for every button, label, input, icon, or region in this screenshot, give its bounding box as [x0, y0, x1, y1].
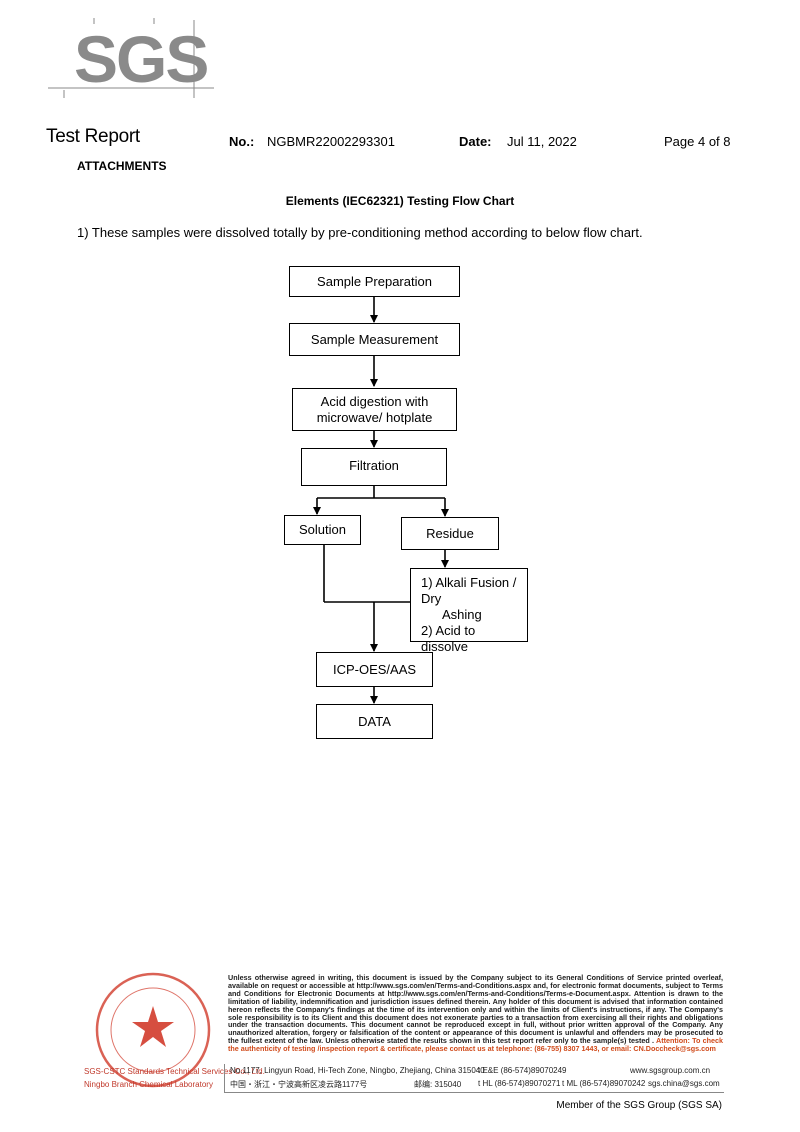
flow-chart-title: Elements (IEC62321) Testing Flow Chart	[285, 194, 515, 208]
box-filtration: Filtration	[301, 448, 447, 486]
box-sample-preparation: Sample Preparation	[289, 266, 460, 297]
stamp-caption-company: SGS-CSTC Standards Technical Services Co…	[84, 1067, 265, 1076]
telephone-hl: t HL (86-574)89070271	[478, 1079, 561, 1088]
telephone-ml: t ML (86-574)89070242	[562, 1079, 646, 1088]
box-filtration-label: Filtration	[349, 458, 399, 473]
address-cn: 中国・浙江・宁波高新区凌云路1177号	[230, 1080, 368, 1089]
box-residue: Residue	[401, 517, 499, 550]
box-acid-digestion-line-2: microwave/ hotplate	[316, 409, 433, 425]
legal-disclaimer: Unless otherwise agreed in writing, this…	[228, 974, 723, 1053]
stamp-caption-lab: Ningbo Branch Chemical Laboratory	[84, 1080, 213, 1089]
box-residue-label: Residue	[426, 525, 474, 541]
box-sample-preparation-label: Sample Preparation	[317, 273, 432, 289]
footer-divider-vertical	[224, 1064, 225, 1092]
report-no-label: No.:	[229, 134, 255, 149]
sgs-logo: SGS	[48, 18, 214, 98]
intro-text: 1) These samples were dissolved totally …	[77, 225, 643, 240]
sgs-member-note: Member of the SGS Group (SGS SA)	[556, 1100, 722, 1111]
section-heading: ATTACHMENTS	[77, 159, 167, 173]
box-sample-measurement: Sample Measurement	[289, 323, 460, 356]
footer-divider	[224, 1092, 724, 1093]
box-acid-digestion: Acid digestion with microwave/ hotplate	[292, 388, 457, 431]
authenticity-notice: Attention: To check the authenticity of …	[228, 1036, 723, 1054]
box-solution: Solution	[284, 515, 361, 545]
address-en: No.1177, Lingyun Road, Hi-Tech Zone, Nin…	[230, 1066, 485, 1075]
postal-code-cn: 邮编: 315040	[414, 1080, 462, 1089]
website: www.sgsgroup.com.cn	[630, 1066, 711, 1075]
box-alkali-fusion: 1) Alkali Fusion / Dry Ashing 2) Acid to…	[410, 568, 528, 654]
legal-disclaimer-text: Unless otherwise agreed in writing, this…	[228, 973, 723, 1046]
box-alkali-line-3: 2) Acid to dissolve	[421, 623, 476, 654]
sgs-logo-text: SGS	[74, 22, 207, 96]
box-alkali-line-1: 1) Alkali Fusion / Dry	[421, 575, 517, 606]
inspection-stamp	[95, 972, 211, 1088]
report-no-value: NGBMR22002293301	[267, 134, 395, 149]
report-date-label: Date:	[459, 134, 492, 149]
box-solution-label: Solution	[299, 522, 346, 537]
box-data-label: DATA	[358, 713, 391, 729]
page-number: Page 4 of 8	[664, 134, 731, 149]
box-icp-oes-aas: ICP-OES/AAS	[316, 652, 433, 687]
box-alkali-line-2: Ashing	[442, 607, 482, 622]
report-date-value: Jul 11, 2022	[507, 134, 577, 149]
telephone-ee: t E&E (86-574)89070249	[478, 1066, 567, 1075]
box-data: DATA	[316, 704, 433, 739]
box-icp-label: ICP-OES/AAS	[332, 661, 417, 677]
flowchart-connectors	[313, 296, 449, 704]
box-sample-measurement-label: Sample Measurement	[310, 331, 439, 347]
email: sgs.china@sgs.com	[648, 1079, 720, 1088]
star-icon	[132, 1006, 174, 1047]
report-title: Test Report	[46, 126, 140, 147]
box-acid-digestion-line-1: Acid digestion with	[320, 393, 429, 409]
